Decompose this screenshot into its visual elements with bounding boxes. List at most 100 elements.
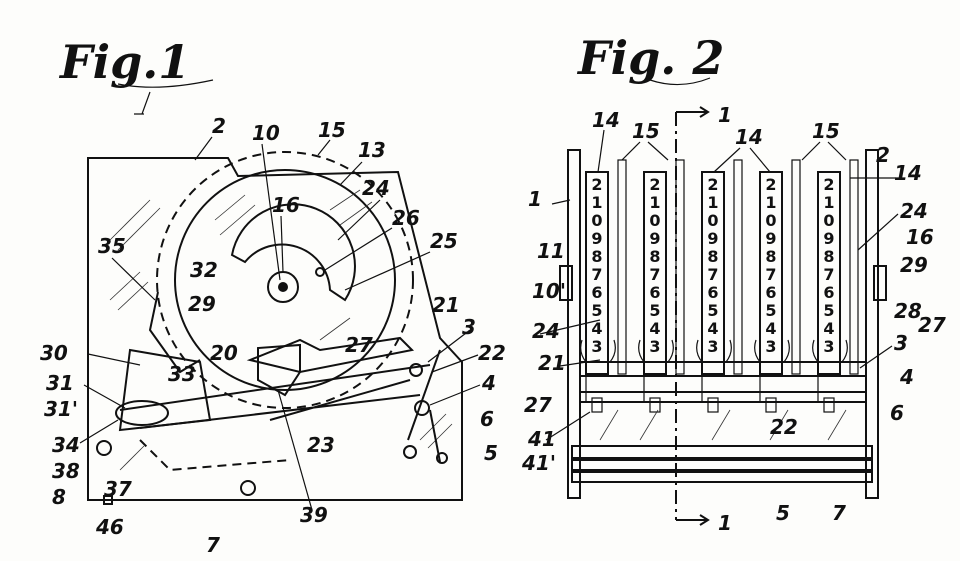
wheel-digit: 7 — [591, 265, 602, 284]
pawl-tab-22 — [823, 397, 835, 413]
label-fig1-26: 26 — [392, 206, 420, 230]
label-fig2-2: 2 — [876, 143, 890, 167]
block-20 — [257, 343, 301, 397]
stud-4 — [414, 400, 430, 416]
label-fig1-29: 29 — [188, 292, 216, 316]
wheel-digit: 2 — [765, 175, 776, 194]
wheel-digit: 1 — [707, 193, 718, 212]
wheel-digit: 2 — [591, 175, 602, 194]
label-fig1-3: 3 — [462, 315, 476, 339]
wheel-digit: 3 — [823, 337, 834, 356]
label-fig2-10p: 10' — [532, 279, 566, 303]
label-fig1-21: 21 — [432, 293, 460, 317]
wheel-digit: 5 — [823, 301, 834, 320]
rail-6 — [571, 445, 873, 459]
wheel-digit: 3 — [765, 337, 776, 356]
fig1-title: Fig.1 — [58, 35, 190, 89]
label-fig2-1bot: 1 — [718, 511, 732, 535]
label-fig2-1top: 1 — [718, 103, 732, 127]
fig1-leader-lines — [79, 136, 481, 511]
label-fig1-34: 34 — [52, 433, 80, 457]
fig1-flourish — [134, 91, 151, 115]
pin-26 — [315, 267, 325, 277]
wheel-digit: 6 — [765, 283, 776, 302]
right-side-frame-2 — [865, 149, 879, 499]
wheel-digit: 9 — [591, 229, 602, 248]
label-fig2-15b: 15 — [812, 119, 840, 143]
label-fig2-14c: 14 — [894, 161, 922, 185]
wheel-digit: 6 — [823, 283, 834, 302]
wheel-digit: 7 — [765, 265, 776, 284]
wheel-digit: 8 — [707, 247, 718, 266]
stud-3 — [409, 363, 423, 377]
label-fig2-14b: 14 — [735, 125, 763, 149]
stud-6 — [403, 445, 417, 459]
base-hatching — [599, 409, 847, 441]
wheel-digit: 3 — [591, 337, 602, 356]
label-fig1-20: 20 — [210, 341, 238, 365]
label-fig1-10: 10 — [252, 121, 280, 145]
label-fig1-23: 23 — [307, 433, 335, 457]
cam-disc-24 — [230, 203, 356, 302]
label-fig1-25: 25 — [430, 229, 458, 253]
wheel-digit: 2 — [823, 175, 834, 194]
label-fig2-41: 41 — [527, 427, 556, 451]
label-fig1-2: 2 — [212, 114, 226, 138]
label-fig2-24r: 24 — [900, 199, 928, 223]
label-fig2-11: 11 — [537, 239, 565, 263]
label-fig1-32: 32 — [190, 258, 218, 282]
label-fig2-7: 7 — [832, 501, 846, 525]
shaft-3 — [579, 361, 867, 377]
left-side-frame-1 — [567, 149, 581, 499]
wheel-shading — [214, 189, 373, 341]
latch-31 — [115, 400, 169, 426]
separator-plate-15 — [791, 159, 801, 375]
wheel-digit: 2 — [707, 175, 718, 194]
wheel-digit: 0 — [707, 211, 718, 230]
pawl-tab-22 — [765, 397, 777, 413]
label-fig1-7: 7 — [206, 533, 220, 557]
separator-plate-15 — [617, 159, 627, 375]
wheel-digit: 5 — [707, 301, 718, 320]
bracket-16 — [873, 265, 887, 301]
wheel-digit: 2 — [649, 175, 660, 194]
number-wheel-columns: 2109876543210987654321098765432109876543… — [580, 159, 859, 413]
label-fig2-27l: 27 — [524, 393, 552, 417]
rail-7 — [571, 471, 873, 483]
arm-4 — [407, 349, 441, 441]
axle-10 — [278, 282, 288, 292]
label-fig1-33: 33 — [168, 362, 196, 386]
label-fig2-29: 29 — [900, 253, 928, 277]
wheel-rim-14 — [643, 171, 667, 375]
wheel-digit: 1 — [823, 193, 834, 212]
label-fig1-16: 16 — [272, 193, 300, 217]
stud-7 — [240, 480, 256, 496]
wheel-rim-14 — [759, 171, 783, 375]
label-fig1-39: 39 — [300, 503, 328, 527]
section-arrow-top — [676, 106, 710, 118]
wheel-digit: 8 — [823, 247, 834, 266]
label-fig2-4: 4 — [899, 365, 914, 389]
wheel-digit: 7 — [707, 265, 718, 284]
wheel-digit: 8 — [765, 247, 776, 266]
wheel-digit: 0 — [649, 211, 660, 230]
plate-hatching — [109, 199, 453, 471]
label-fig2-27r: 27 — [918, 313, 946, 337]
separator-plate-15 — [675, 159, 685, 375]
dashed-wheel-outline-15 — [156, 151, 414, 409]
wheel-digit: 0 — [591, 211, 602, 230]
wheel-digit: 9 — [707, 229, 718, 248]
label-fig2-21: 21 — [538, 351, 566, 375]
wheel-rim-14 — [585, 171, 609, 375]
wheel-digit: 4 — [649, 319, 660, 338]
label-fig1-38: 38 — [52, 459, 80, 483]
wheel-digit: 1 — [591, 193, 602, 212]
figure-2: Fig. 2 210987654321098765432109876543210… — [521, 31, 946, 535]
section-arrow-bottom — [676, 514, 710, 526]
wheel-digit: 1 — [649, 193, 660, 212]
pawl-tab-22 — [649, 397, 661, 413]
pawl-tab-22 — [591, 397, 603, 413]
wheel-digit: 9 — [765, 229, 776, 248]
label-fig1-15: 15 — [318, 118, 346, 142]
